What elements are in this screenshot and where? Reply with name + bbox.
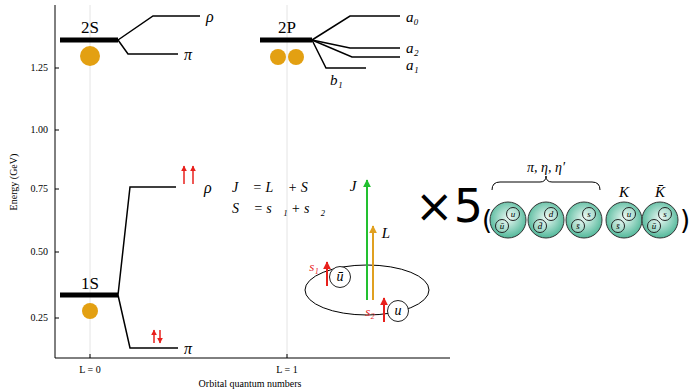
diagram-label: s₂ <box>365 305 375 318</box>
diagram-label: π <box>184 47 192 63</box>
diagram-label: ) <box>680 207 690 233</box>
quark-symbol: s̄ <box>576 222 580 231</box>
diagram-label: L <box>382 226 390 241</box>
quark-symbol: u <box>395 304 402 318</box>
constituent-quark: s̄ <box>611 219 625 233</box>
axis-label: 1.25 <box>31 63 49 73</box>
quark-symbol: ū <box>652 222 657 231</box>
diagram-label: 2P <box>278 19 296 36</box>
quark-symbol: d <box>549 210 554 219</box>
axis-label: 1.00 <box>31 125 49 135</box>
quark-symbol: ū <box>337 270 344 284</box>
quark-symbol: u <box>511 210 516 219</box>
diagram-label: S⃗ = s⃗₁ + s⃗₂ <box>232 202 325 216</box>
constituent-quark: s <box>582 207 596 221</box>
diagram-label: π, η, η′ <box>527 161 565 175</box>
diagram-label: a₀ <box>406 10 419 25</box>
quark-circle: u <box>387 300 409 322</box>
axis-label: Energy (GeV) <box>9 154 19 211</box>
diagram-label: a₂ <box>406 41 419 56</box>
diagram-label: ρ <box>206 9 214 25</box>
diagram-label: π <box>184 341 192 357</box>
quark-symbol: ū <box>500 222 505 231</box>
axis-label: L = 0 <box>79 365 100 375</box>
diagram-label: b₁ <box>330 73 343 88</box>
constituent-quark: ū <box>647 219 661 233</box>
diagram-label: ×5 <box>415 183 483 229</box>
diagram-label: 2S <box>81 19 99 36</box>
constituent-quark: ū <box>495 219 509 233</box>
constituent-quark: s <box>658 207 672 221</box>
quark-symbol: s <box>663 210 667 219</box>
quark-circle: ū <box>329 266 351 288</box>
diagram-label: K̄ <box>655 185 665 200</box>
diagram-label: K <box>619 185 629 200</box>
axis-label: 0.25 <box>31 313 49 323</box>
constituent-quark: d̄ <box>533 219 547 233</box>
quark-symbol: s <box>587 210 591 219</box>
diagram-label: s₁ <box>309 260 319 273</box>
quark-symbol: d̄ <box>538 222 543 231</box>
axis-label: 0.75 <box>31 184 49 194</box>
diagram-label: J <box>350 179 357 194</box>
constituent-quark: d <box>544 207 558 221</box>
axis-label: Orbital quantum numbers <box>199 379 302 389</box>
diagram-label: J⃗ = L⃗ + S⃗ <box>232 181 319 195</box>
axis-label: 0.50 <box>31 247 49 257</box>
constituent-quark: s̄ <box>571 219 585 233</box>
axis-label: L = 1 <box>276 365 297 375</box>
quark-symbol: u <box>627 210 632 219</box>
constituent-quark: u <box>622 207 636 221</box>
diagram-label: a₁ <box>406 58 419 73</box>
diagram-label: 1S <box>81 275 99 292</box>
diagram-label: ( <box>482 207 492 233</box>
constituent-quark: u <box>506 207 520 221</box>
diagram-label: ρ <box>204 180 212 196</box>
quark-symbol: s̄ <box>616 222 620 231</box>
